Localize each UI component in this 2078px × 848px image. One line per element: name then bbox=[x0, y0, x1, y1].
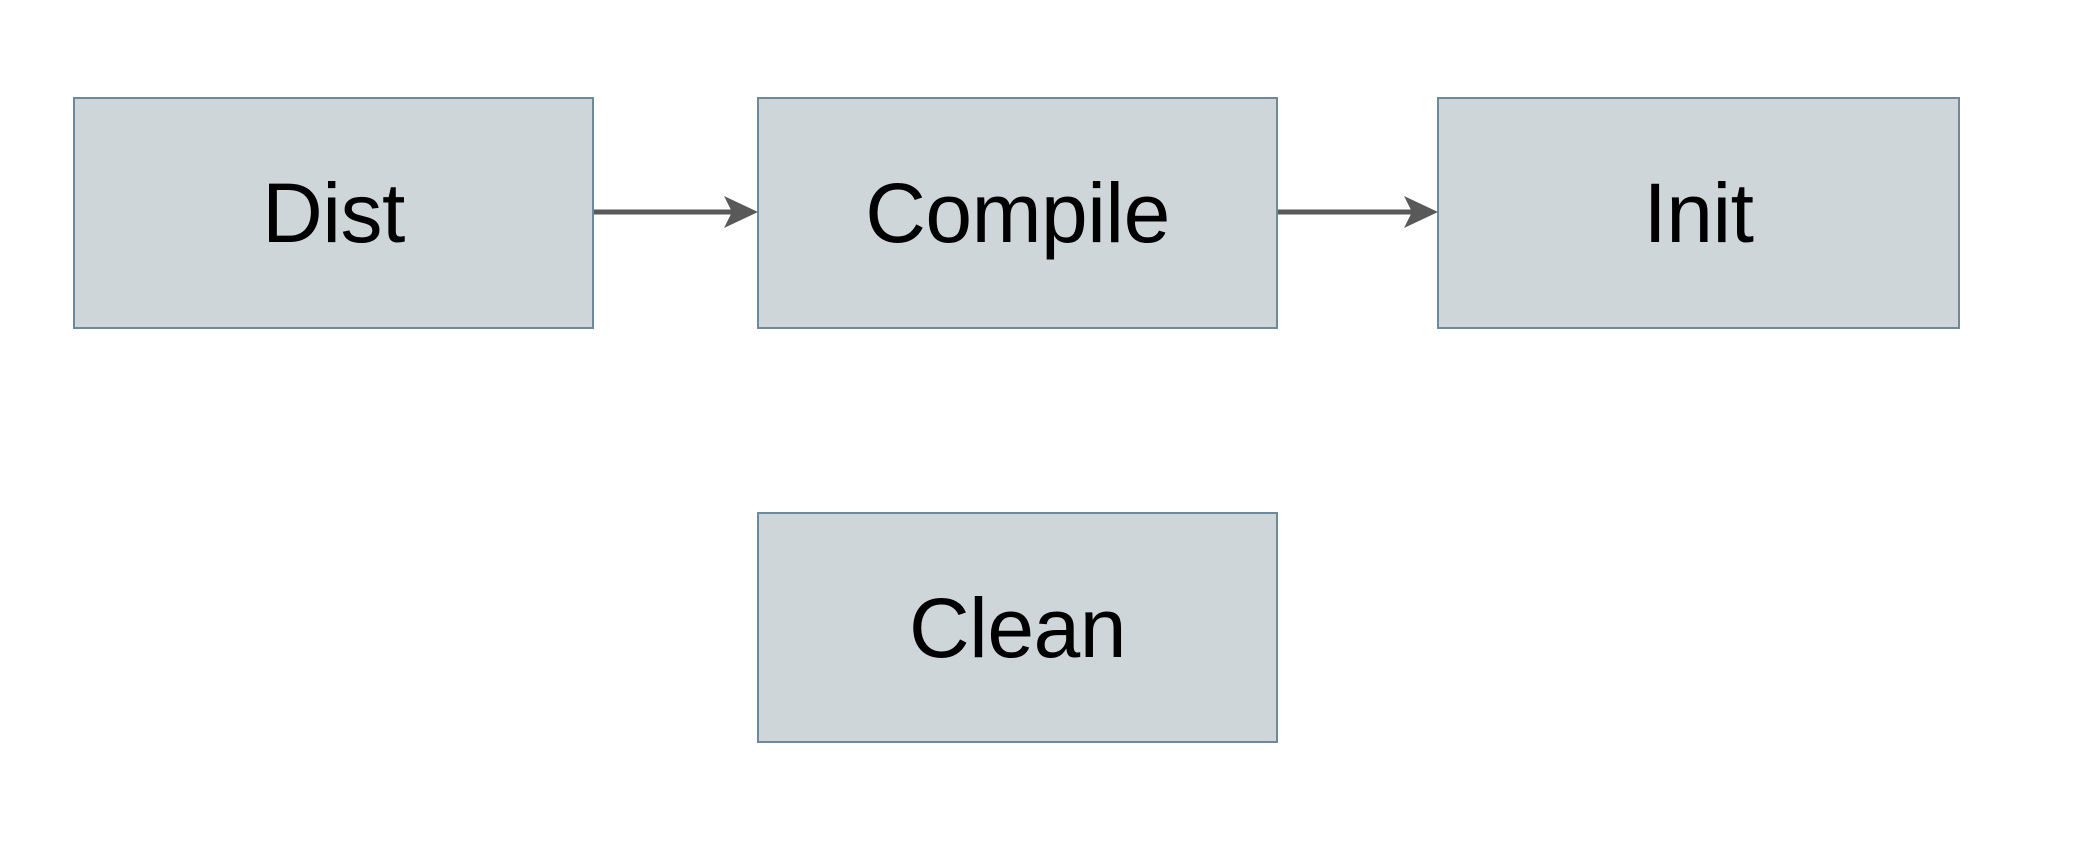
arrowhead-icon bbox=[724, 196, 758, 228]
node-dist-label: Dist bbox=[262, 166, 405, 260]
edge-dist-to-compile[interactable] bbox=[590, 188, 762, 236]
node-clean[interactable]: Clean bbox=[757, 512, 1278, 743]
edge-compile-to-init[interactable] bbox=[1274, 188, 1442, 236]
node-init[interactable]: Init bbox=[1437, 97, 1960, 329]
node-clean-label: Clean bbox=[909, 580, 1126, 675]
node-compile-label: Compile bbox=[865, 166, 1170, 260]
node-init-label: Init bbox=[1643, 166, 1754, 260]
node-compile[interactable]: Compile bbox=[757, 97, 1278, 329]
arrowhead-icon bbox=[1404, 196, 1438, 228]
node-dist[interactable]: Dist bbox=[73, 97, 594, 329]
